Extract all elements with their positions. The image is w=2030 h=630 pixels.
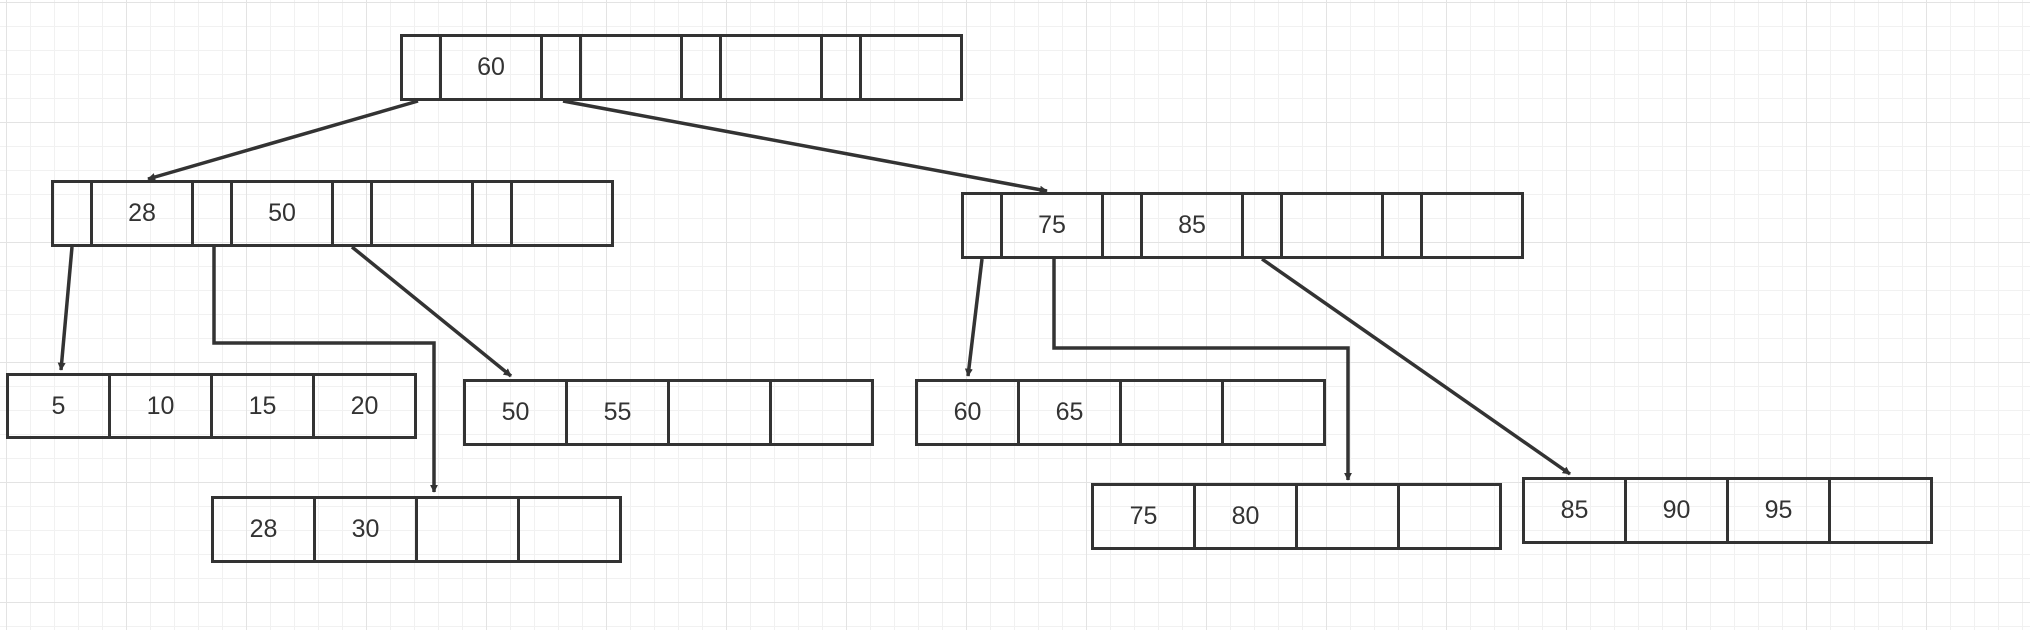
key-slot: 75 [1000,192,1104,259]
leaf-node-6: 85 90 95 [1522,477,1933,544]
leaf-key-slot [1397,483,1502,550]
key-slot [1420,192,1524,259]
leaf-node-1: 5 10 15 20 [6,373,417,439]
leaf-key-slot: 20 [312,373,417,439]
key-slot: 60 [439,34,543,101]
key-slot [579,34,683,101]
leaf-key-slot: 55 [565,379,670,446]
leaf-key-slot: 30 [313,496,418,563]
child-pointer-slot [1381,192,1423,259]
key-slot [510,180,614,247]
child-pointer-slot [961,192,1003,259]
leaf-key-slot: 80 [1193,483,1298,550]
edge-internal-right-to-leaf-5 [1052,259,1352,481]
key-slot [719,34,823,101]
leaf-node-3: 50 55 [463,379,874,446]
leaf-key-slot: 65 [1017,379,1122,446]
child-pointer-slot [191,180,233,247]
leaf-key-slot: 15 [210,373,315,439]
leaf-key-slot [1828,477,1933,544]
child-pointer-slot [331,180,373,247]
edge-internal-right-to-leaf-4 [964,258,984,377]
leaf-key-slot [1221,379,1326,446]
child-pointer-slot [820,34,862,101]
edge-root-to-internal-right [562,99,1048,194]
internal-node-right: 75 85 [961,192,1524,259]
leaf-key-slot: 60 [915,379,1020,446]
leaf-node-2: 28 30 [211,496,622,563]
child-pointer-slot [680,34,722,101]
leaf-node-4: 60 65 [915,379,1326,446]
edge-internal-left-to-leaf-3 [350,245,513,378]
leaf-key-slot: 5 [6,373,111,439]
child-pointer-slot [1241,192,1283,259]
leaf-key-slot: 85 [1522,477,1627,544]
leaf-key-slot [667,379,772,446]
child-pointer-slot [540,34,582,101]
edge-internal-right-to-leaf-6 [1260,257,1572,476]
leaf-key-slot: 95 [1726,477,1831,544]
edge-internal-left-to-leaf-1 [57,246,74,371]
key-slot: 50 [230,180,334,247]
key-slot [370,180,474,247]
leaf-key-slot: 28 [211,496,316,563]
leaf-key-slot: 10 [108,373,213,439]
key-slot [859,34,963,101]
leaf-node-5: 75 80 [1091,483,1502,550]
child-pointer-slot [471,180,513,247]
key-slot [1280,192,1384,259]
leaf-key-slot [517,496,622,563]
key-slot: 85 [1140,192,1244,259]
child-pointer-slot [400,34,442,101]
leaf-key-slot: 90 [1624,477,1729,544]
leaf-key-slot [1119,379,1224,446]
child-pointer-slot [51,180,93,247]
leaf-key-slot [415,496,520,563]
leaf-key-slot: 50 [463,379,568,446]
child-pointer-slot [1101,192,1143,259]
root-node: 60 [400,34,963,101]
key-slot: 28 [90,180,194,247]
leaf-key-slot: 75 [1091,483,1196,550]
edge-root-to-internal-left [147,99,419,181]
edge-internal-left-to-leaf-2 [212,247,438,493]
internal-node-left: 28 50 [51,180,614,247]
leaf-key-slot [769,379,874,446]
leaf-key-slot [1295,483,1400,550]
